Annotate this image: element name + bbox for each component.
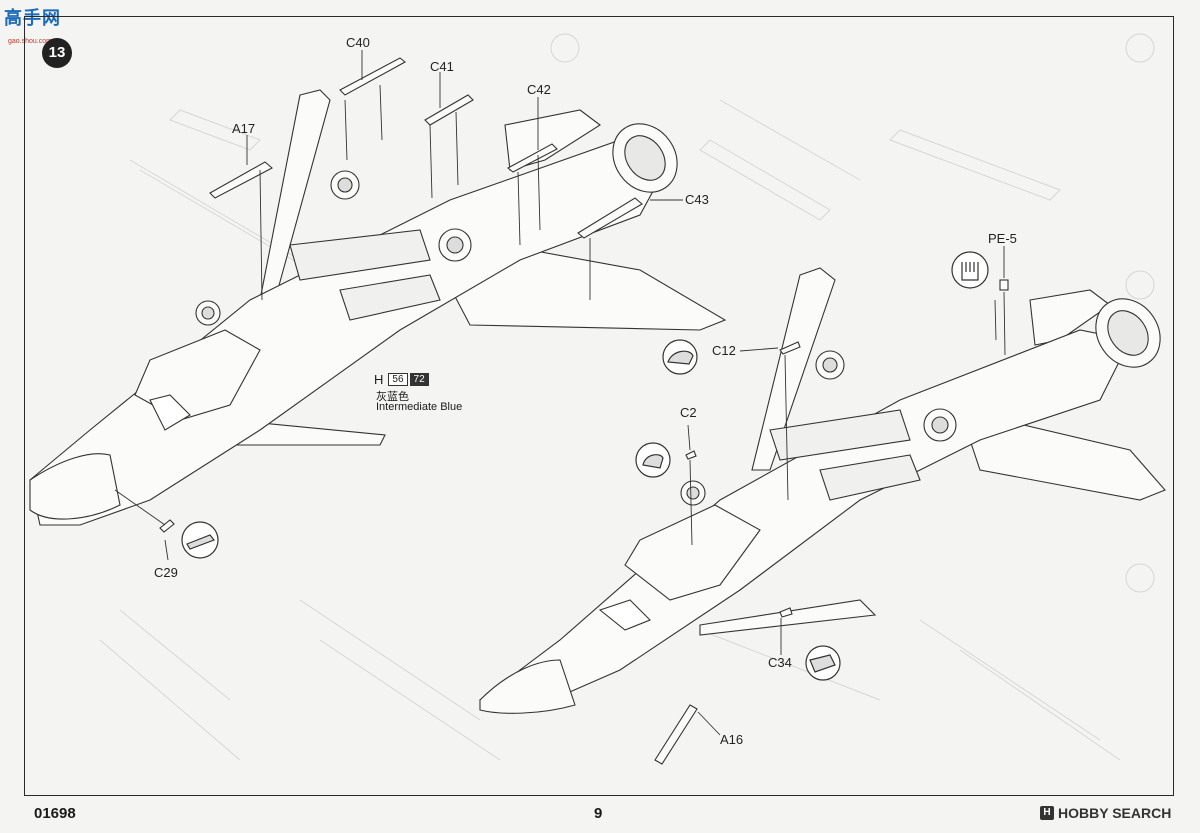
part-c42-shape	[507, 143, 558, 173]
watermark-url: gao.shou.com	[8, 38, 52, 45]
watermark-title: 高手网	[4, 8, 61, 29]
part-label-a17: A17	[232, 121, 256, 136]
part-c29-shape	[159, 519, 175, 533]
part-label-c2: C2	[680, 405, 697, 420]
part-pe5-shape	[999, 279, 1009, 291]
part-label-a16: A16	[720, 732, 744, 747]
brand-mark-icon: H	[1040, 806, 1054, 820]
page-number: 9	[594, 805, 603, 822]
left-parts	[159, 57, 643, 533]
part-label-c43: C43	[685, 192, 709, 207]
brand-name: HOBBY SEARCH	[1058, 805, 1172, 821]
part-label-c42: C42	[527, 82, 551, 97]
part-c12-shape	[779, 341, 801, 355]
paint-name-cn: 灰蓝色	[376, 390, 409, 403]
part-a16-shape	[654, 704, 698, 765]
right-parts	[654, 279, 1009, 765]
part-label-c34: C34	[768, 655, 792, 670]
detail-callouts	[181, 251, 989, 681]
left-aircraft	[29, 89, 727, 526]
part-c34-shape	[779, 607, 793, 618]
leader-lines-left	[114, 50, 683, 561]
watermark-logo: 高手网 gao.shou.com	[4, 4, 61, 48]
part-c43-shape	[577, 197, 643, 239]
part-label-c40: C40	[346, 35, 370, 50]
part-c40-shape	[339, 57, 406, 96]
part-label-c29: C29	[154, 565, 178, 580]
part-a17-shape	[209, 161, 273, 199]
part-c2-shape	[685, 450, 697, 460]
paint-code-box-2: 72	[409, 373, 429, 386]
paint-name-en: Intermediate Blue	[376, 401, 463, 413]
brand-logo: H HOBBY SEARCH	[1040, 805, 1171, 821]
part-label-c12: C12	[712, 343, 736, 358]
paint-code: H 56 72	[374, 372, 429, 387]
part-label-pe5: PE-5	[988, 231, 1017, 246]
paint-code-box-1: 56	[388, 373, 408, 386]
right-aircraft	[479, 267, 1166, 714]
leader-lines-right	[687, 246, 1006, 736]
step-number-badge: 13	[42, 38, 72, 68]
product-code: 01698	[34, 805, 76, 822]
paint-letter: H	[374, 372, 384, 387]
part-c41-shape	[424, 94, 474, 126]
part-label-c41: C41	[430, 59, 454, 74]
page-frame	[24, 16, 1174, 796]
